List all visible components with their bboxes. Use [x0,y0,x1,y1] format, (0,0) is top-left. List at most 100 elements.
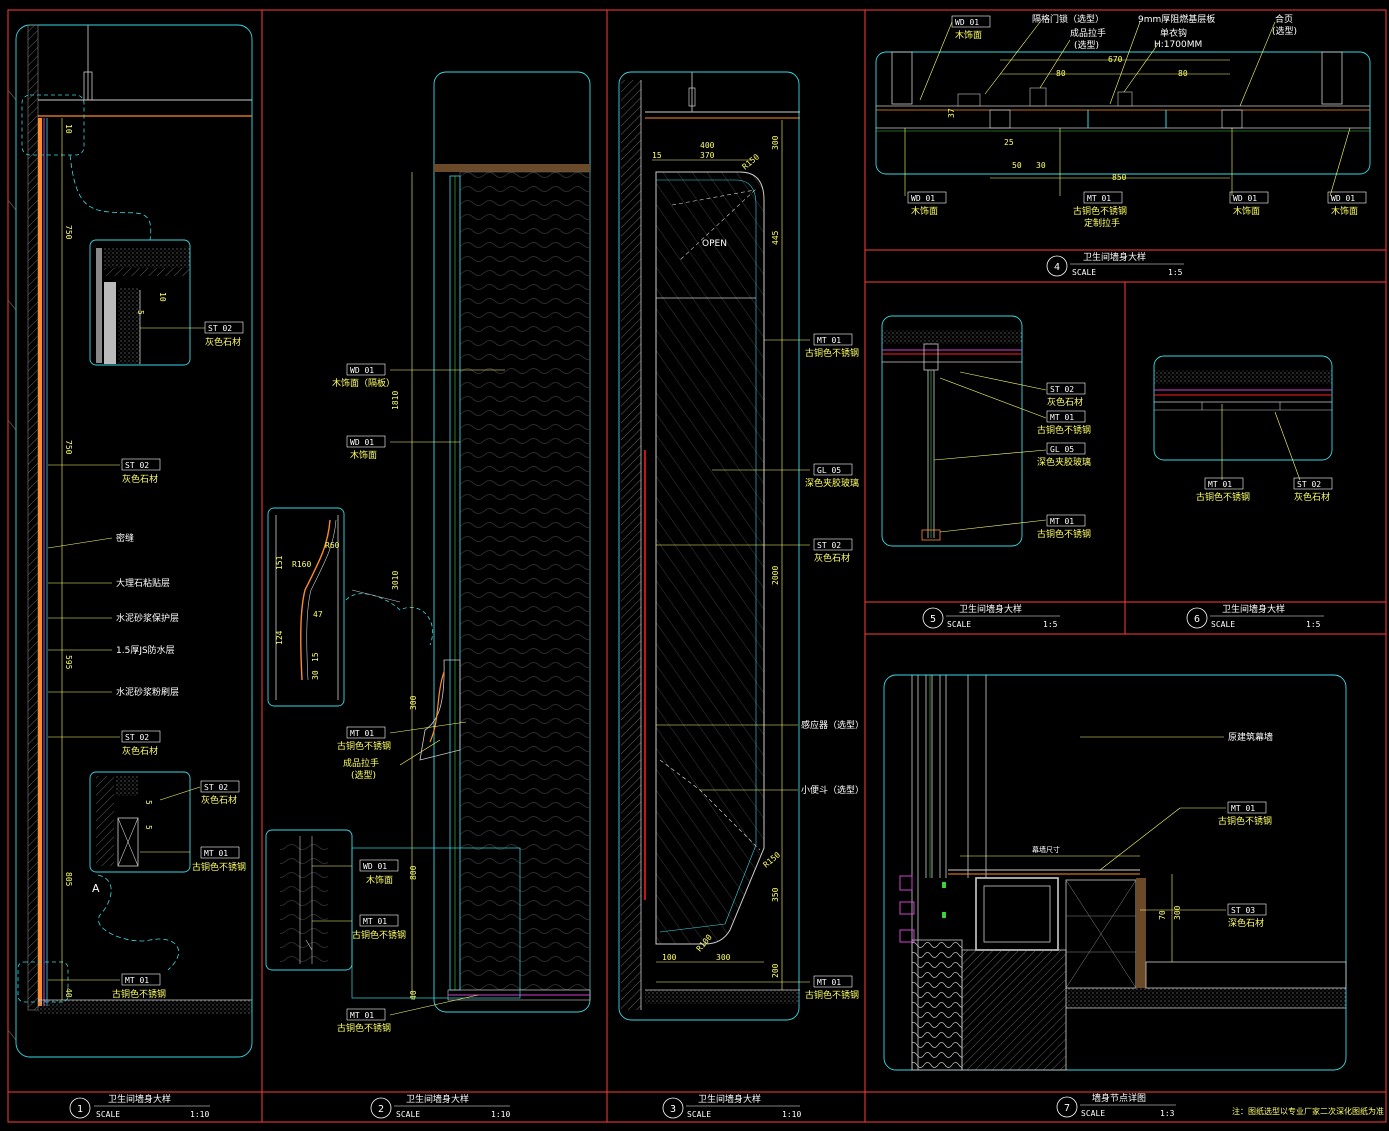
p3-dim-6: 445 [771,230,780,245]
sheet-left-strip [7,89,17,1041]
p4-top-6: (选型) [1074,39,1099,51]
p3-label-sensor: 感应器（选型） [801,719,864,731]
p2-tag-6: MT 01 古铜色不锈钢 [337,1008,391,1034]
p4-tag-4-name: 木饰面 [1233,205,1260,217]
panel-2-scale-label: SCALE [396,1110,420,1119]
p2-tag-2: WD 01 木饰面 [346,435,386,461]
panel-2-title: 卫生间墙身大样 [406,1093,469,1105]
p1-tag-1-name: 灰色石材 [205,336,241,348]
panel-7-scale-label: SCALE [1081,1109,1105,1118]
p2-dim-5: 40 [409,990,418,1000]
p5-tag-4-name: 古铜色不锈钢 [1037,528,1091,540]
p4-dim-7: 30 [1036,161,1046,170]
title-block-1: 1 卫生间墙身大样 SCALE 1:10 [69,1093,210,1119]
p2-handle-dim-1: 151 [275,555,284,570]
p1-dim-3: 750 [64,440,73,455]
p7-label-curtain-size: 幕墙尺寸 [1032,845,1060,854]
p2-tag-1-code: WD 01 [350,366,374,375]
p3-label-urinal: 小便斗（选型） [801,784,864,796]
p5-tag-1-code: ST 02 [1050,385,1074,394]
p3-tag-4-name: 古铜色不锈钢 [805,989,859,1001]
p2-tag-3-name: 古铜色不锈钢 [337,740,391,752]
p5-tag-2-code: MT 01 [1050,413,1074,422]
p3-open-label: OPEN [702,239,727,249]
p3-tag-1-code: MT 01 [817,336,841,345]
p5-tag-3-code: GL 05 [1050,445,1074,454]
p7-tag-2-name: 深色石材 [1228,917,1264,929]
p3-dim-9: 350 [771,887,780,902]
p2-tag-6-name: 古铜色不锈钢 [337,1022,391,1034]
p4-tag-4-code: WD 01 [1233,194,1257,203]
p2-tag-2-name: 木饰面 [350,449,377,461]
p7-dim-2: 300 [1173,905,1182,920]
p2-handle-dim-2: 124 [275,630,284,645]
p6-tag-2: ST 02 灰色石材 [1293,477,1333,503]
panel-3-drawing: OPEN 400 370 15 R150 300 445 2000 R150 3… [618,71,864,1021]
panel-7-drawing: 幕墙尺寸 70 300 原建筑幕墙 MT 01 古铜色不锈钢 ST 03 深色石… [883,674,1347,1071]
p1-layer-5: 水泥砂浆粉刷层 [116,686,179,698]
p1-tag-1: ST 02 灰色石材 [204,321,244,348]
p1-tag-1-code: ST 02 [208,324,232,333]
p2-tag-5-name: 古铜色不锈钢 [352,929,406,941]
p1-tag-3-name: 灰色石材 [122,745,158,757]
p4-tag-1: WD 01 木饰面 [951,15,991,41]
p1-tag-5: MT 01 古铜色不锈钢 [192,846,246,873]
p1-tag-6-code: MT 01 [125,976,149,985]
p4-tag-5-code: WD 01 [1331,194,1355,203]
p4-dim-6: 50 [1012,161,1022,170]
p6-tag-1-name: 古铜色不锈钢 [1196,491,1250,503]
p2-handle-dim-5: 47 [313,610,323,619]
p2-dim-1: 1810 [391,391,400,410]
p2-dim-3: 300 [409,695,418,710]
p2-dim-2: 3010 [391,571,400,590]
p2-tag-4-code: WD 01 [363,862,387,871]
p2-tag-3-code: MT 01 [350,729,374,738]
p3-dim-5: 300 [771,135,780,150]
p1-tag-6-name: 古铜色不锈钢 [112,988,166,1000]
p1-tag-2-code: ST 02 [125,461,149,470]
p4-dim-2: 80 [1056,69,1066,78]
title-block-2: 2 卫生间墙身大样 SCALE 1:10 [370,1093,510,1119]
p2-handle-sub: (选型) [351,769,376,781]
p4-tag-2-code: WD 01 [911,194,935,203]
p4-tag-1-code: WD 01 [955,18,979,27]
p6-tag-1-code: MT 01 [1208,480,1232,489]
panel-5-scale-label: SCALE [947,620,971,629]
p1-tag-4-name: 灰色石材 [201,794,237,806]
p2-handle-dim-3: R160 [292,560,311,569]
p4-top-2: 9mm厚阻燃基层板 [1138,13,1215,25]
panel-2-scale: 1:10 [491,1110,510,1119]
p3-tag-3-code: ST 02 [817,541,841,550]
p4-tag-3-name: 古铜色不锈钢 [1073,205,1127,217]
p3-dim-2: 370 [700,151,715,160]
p1-layer-3: 水泥砂浆保护层 [116,612,179,624]
p3-tag-1-name: 古铜色不锈钢 [805,347,859,359]
p2-tag-4: WD 01 木饰面 [359,859,399,886]
panel-2-drawing: 1810 3010 300 800 40 151 124 R160 R60 47… [265,71,591,1034]
p1-detail-dim-1: 10 [158,292,167,302]
panel-6-number: 6 [1194,614,1200,625]
p2-handle-dim-7: 30 [311,670,320,680]
panel-5-title: 卫生间墙身大样 [959,603,1022,615]
p4-tag-2-name: 木饰面 [911,205,938,217]
p1-tag-3-code: ST 02 [125,733,149,742]
p4-dim-3: 80 [1178,69,1188,78]
p1-detail-dim-3: 5 [144,800,153,805]
panel-7-title: 墙身节点详图 [1092,1092,1146,1104]
p1-layer-4: 1.5厚JS防水层 [116,644,175,656]
p1-dim-5: 805 [64,872,73,887]
title-block-4: 4 卫生间墙身大样 SCALE 1:5 [1046,251,1184,277]
panel-1-scale: 1:10 [190,1110,209,1119]
p4-top-8: H:1700MM [1154,40,1202,50]
p1-tag-4-code: ST 02 [204,783,228,792]
p3-dim-4: R150 [741,152,762,171]
p1-dim-4: 595 [64,655,73,670]
p4-top-4: (选型) [1272,25,1297,37]
panel-3-number: 3 [670,1104,676,1115]
p1-dim-2: 750 [64,225,73,240]
p3-tag-2-code: GL 05 [817,466,841,475]
p2-tag-2-code: WD 01 [350,438,374,447]
p3-dim-8: R150 [762,850,783,869]
p2-tag-5: MT 01 古铜色不锈钢 [352,914,406,941]
p3-tag-4: MT 01 古铜色不锈钢 [805,975,859,1001]
